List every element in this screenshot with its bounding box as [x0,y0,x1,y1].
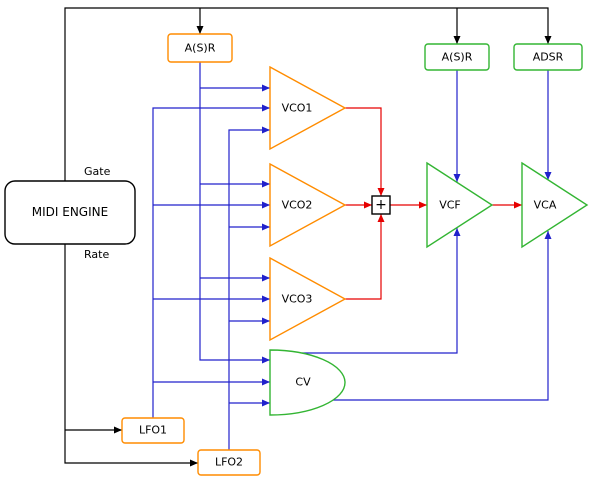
vco2-triangle [269,162,347,248]
midi-engine-label: MIDI ENGINE [32,205,108,219]
lfo1-box [121,417,185,444]
asr-left-label: A(S)R [185,42,216,55]
node-vcf: VCF [426,161,494,249]
asr-right-label: A(S)R [442,51,473,64]
node-asr-right: A(S)R [424,43,490,71]
wire-gate-bus [64,7,552,181]
adsr-box [513,43,583,71]
wire-lfo1-bus-to-vco1 [152,104,270,418]
wire-asr-left-bus-to-cv [199,62,270,364]
vca-label: VCA [534,199,557,212]
node-vca: VCA [521,161,589,249]
vco1-triangle [269,65,347,151]
adsr-label: ADSR [533,51,564,64]
wire-cv-to-vcf [302,228,461,354]
vco1-label: VCO1 [282,102,313,115]
node-vco1: VCO1 [269,65,347,151]
wire-vco1-to-sum [345,107,385,196]
rate-label: Rate [84,248,109,261]
lfo2-label: LFO2 [215,456,243,469]
lfo1-label: LFO1 [139,424,167,437]
vcf-triangle [426,161,494,249]
wire-vco3-to-sum [345,214,385,300]
gate-label: Gate [84,165,111,178]
sum-label: + [375,197,387,213]
cv-shape [269,349,346,416]
node-midi-engine: MIDI ENGINE [4,180,136,245]
node-vco3: VCO3 [269,256,347,342]
vco3-triangle [269,256,347,342]
node-sum: + [371,195,391,215]
wire-cv-to-vca [333,231,552,401]
node-cv: CV [269,349,346,416]
node-lfo1: LFO1 [121,417,185,444]
sum-box [371,195,391,215]
vca-triangle [521,161,589,249]
node-asr-left: A(S)R [167,33,233,63]
wire-rate-to-lfo2 [64,244,198,467]
wire-lfo2-bus-to-vco1 [228,126,270,450]
node-vco2: VCO2 [269,162,347,248]
node-adsr: ADSR [513,43,583,71]
node-lfo2: LFO2 [197,449,261,476]
midi-engine-box [4,180,136,245]
vcf-label: VCF [439,199,461,212]
rate-wires [64,244,198,467]
vco3-label: VCO3 [282,293,313,306]
modulation-wires [152,62,552,450]
asr-left-box [167,33,233,63]
vco2-label: VCO2 [282,199,313,212]
asr-right-box [424,43,490,71]
cv-label: CV [295,376,311,389]
audio-wires [345,107,522,300]
gate-wires [64,7,552,181]
lfo2-box [197,449,261,476]
